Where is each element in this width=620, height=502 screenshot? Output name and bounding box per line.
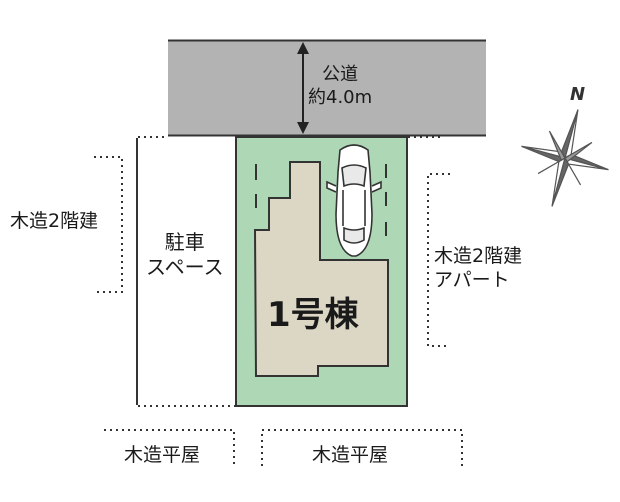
car-icon	[326, 144, 382, 257]
neighbor-boundary-west	[94, 156, 123, 293]
compass-icon	[521, 109, 609, 207]
neighbor-west-label: 木造2階建	[10, 210, 99, 232]
parking-line-2: スペース	[146, 255, 224, 279]
neighbor-south-right-label: 木造平屋	[312, 444, 389, 466]
neighbor-boundary-south-left	[104, 429, 235, 466]
neighbor-east-line-2: アパート	[434, 268, 510, 291]
neighbor-boundary-east	[408, 136, 450, 347]
road-label: 公道 約4.0m	[308, 64, 372, 109]
north-label: N	[570, 84, 586, 105]
neighbor-boundary-south-right	[261, 429, 463, 466]
neighbor-east-line-1: 木造2階建	[434, 245, 523, 267]
parking-line-1: 駐車	[164, 230, 205, 254]
neighbor-east-label: 木造2階建 アパート	[434, 245, 522, 293]
road-type: 公道	[322, 64, 359, 85]
parking-boundary	[136, 136, 236, 407]
road-width: 約4.0m	[308, 86, 373, 108]
road-width-arrow	[297, 42, 309, 134]
neighbor-south-left-label: 木造平屋	[124, 444, 201, 466]
building-footprint	[253, 161, 389, 377]
parking-space-label: 駐車 スペース	[146, 230, 224, 280]
public-road	[168, 40, 486, 136]
building-label: 1号棟	[267, 295, 359, 335]
